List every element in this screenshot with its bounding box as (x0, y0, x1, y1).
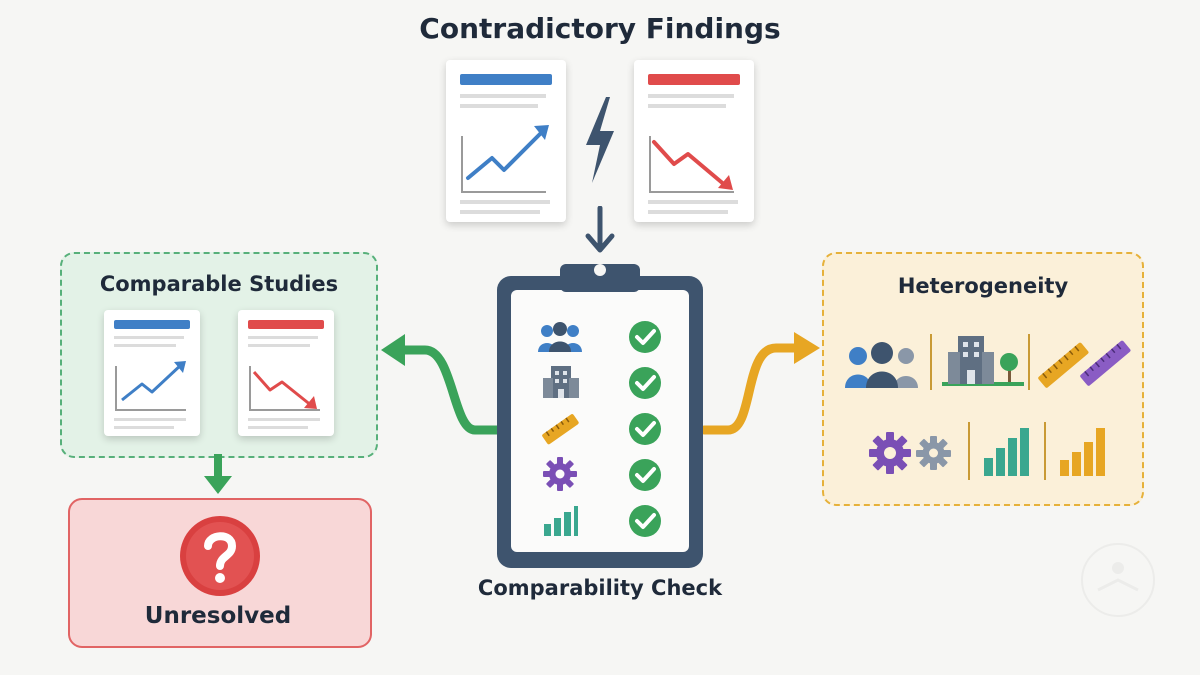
comparable-studies-label: Comparable Studies (99, 272, 339, 296)
comparability-check-label: Comparability Check (477, 576, 723, 600)
falling-trend-chart-icon (248, 320, 324, 429)
rising-trend-chart-icon (114, 320, 190, 429)
falling-trend-document (634, 60, 754, 222)
gear-icon (543, 457, 577, 491)
comparable-rising-document (104, 310, 200, 436)
bar-chart-icon (544, 506, 578, 536)
ruler-icon (1038, 340, 1131, 388)
divider (1044, 422, 1046, 480)
down-arrow-to-check (585, 206, 615, 253)
gears-icon (869, 432, 951, 474)
divider (930, 334, 932, 390)
bar-chart-icon (1060, 428, 1105, 476)
comparable-falling-document (238, 310, 334, 436)
check-icon (629, 459, 661, 491)
heterogeneity-panel: Heterogeneity (822, 252, 1144, 506)
check-icon (629, 367, 661, 399)
check-icon (629, 505, 661, 537)
people-icon (845, 342, 918, 388)
rising-trend-chart-icon (460, 74, 552, 214)
unresolved-label: Unresolved (144, 603, 292, 629)
people-icon (538, 322, 582, 352)
bar-chart-icon (984, 428, 1029, 476)
arrow-to-unresolved (204, 454, 232, 494)
building-icon (942, 336, 1024, 386)
diagram-title: Contradictory Findings (419, 12, 781, 45)
unresolved-panel (68, 498, 372, 648)
falling-trend-chart-icon (648, 74, 740, 214)
building-icon (543, 366, 579, 398)
ruler-icon (542, 414, 579, 445)
lightning-bolt-icon (586, 97, 614, 183)
check-icon (629, 321, 661, 353)
clipboard-clip-icon (560, 264, 640, 292)
arrow-to-heterogeneity (699, 332, 820, 435)
watermark-logo-icon (1081, 543, 1155, 617)
comparability-checklist-clipboard (497, 276, 703, 568)
divider (1028, 334, 1030, 390)
divider (968, 422, 970, 480)
check-icon (629, 413, 661, 445)
arrow-to-comparable-studies (381, 334, 502, 435)
heterogeneity-label: Heterogeneity (897, 274, 1069, 298)
comparable-studies-panel: Comparable Studies (60, 252, 378, 458)
rising-trend-document (446, 60, 566, 222)
question-mark-icon (180, 516, 260, 596)
